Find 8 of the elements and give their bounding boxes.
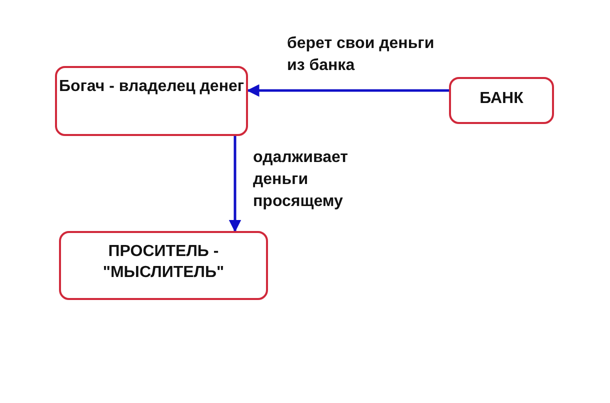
- box-label: БАНК: [480, 89, 524, 109]
- process-box: [59, 231, 268, 300]
- process-box: [55, 66, 248, 136]
- box-label: Богач - владелец денег: [58, 77, 244, 97]
- box-label: ПРОСИТЕЛЬ - "МЫСЛИТЕЛЬ": [102, 242, 226, 283]
- process-box: [449, 77, 554, 124]
- arrow: [228, 136, 242, 232]
- arrow: [246, 84, 449, 97]
